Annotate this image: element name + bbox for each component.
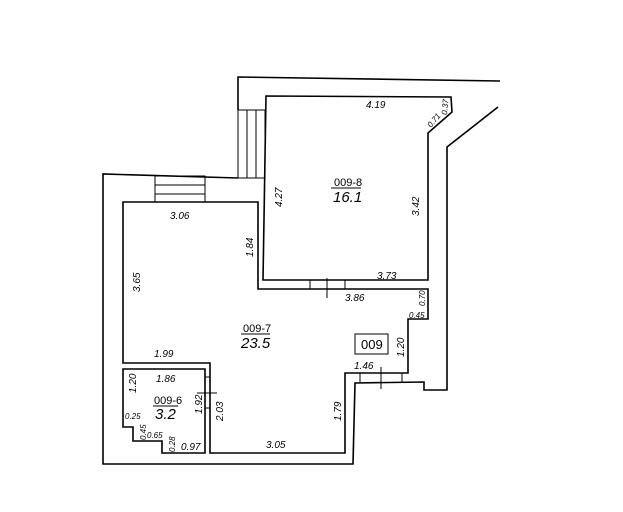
room-id: 009-6 bbox=[154, 395, 182, 407]
stairs-lower bbox=[154, 175, 206, 203]
dimension-labels: 4.19 0.71 0.37 4.27 3.42 3.73 3.06 3.65 … bbox=[125, 98, 450, 453]
svg-text:0.70: 0.70 bbox=[418, 290, 427, 306]
svg-text:0.45: 0.45 bbox=[139, 424, 148, 440]
outer-wall-top bbox=[237, 76, 501, 110]
svg-text:1.79: 1.79 bbox=[333, 401, 344, 421]
svg-text:0.37: 0.37 bbox=[440, 98, 450, 115]
svg-text:3.06: 3.06 bbox=[170, 211, 190, 222]
room-id: 009-7 bbox=[243, 323, 271, 335]
door-009-8 bbox=[309, 278, 346, 298]
door-entrance bbox=[359, 367, 403, 389]
room-area: 16.1 bbox=[333, 189, 362, 206]
plan-label-box bbox=[354, 333, 389, 355]
svg-text:1.86: 1.86 bbox=[156, 374, 176, 385]
room-area: 3.2 bbox=[155, 406, 177, 423]
svg-text:1.99: 1.99 bbox=[154, 349, 174, 360]
plan-label: 009 bbox=[361, 337, 383, 352]
room-009-8 bbox=[262, 95, 453, 281]
svg-text:3.42: 3.42 bbox=[411, 196, 422, 216]
room-009-7 bbox=[122, 201, 429, 454]
svg-text:1.84: 1.84 bbox=[245, 237, 256, 257]
door-009-6 bbox=[197, 376, 217, 409]
svg-text:0.45: 0.45 bbox=[409, 311, 425, 320]
svg-text:1.92: 1.92 bbox=[194, 394, 205, 414]
svg-text:0.25: 0.25 bbox=[125, 412, 141, 421]
room-area: 23.5 bbox=[240, 335, 271, 352]
svg-text:3.73: 3.73 bbox=[377, 271, 397, 282]
outer-wall-right bbox=[102, 106, 499, 465]
svg-text:1.46: 1.46 bbox=[354, 361, 374, 372]
svg-text:4.19: 4.19 bbox=[366, 100, 386, 111]
stairs-upper bbox=[237, 109, 266, 179]
svg-text:3.05: 3.05 bbox=[266, 440, 286, 451]
svg-text:1.20: 1.20 bbox=[396, 337, 407, 357]
svg-text:0.28: 0.28 bbox=[168, 436, 177, 452]
svg-text:3.65: 3.65 bbox=[132, 272, 143, 292]
room-id: 009-8 bbox=[334, 177, 362, 189]
svg-text:3.86: 3.86 bbox=[345, 293, 365, 304]
svg-text:0.65: 0.65 bbox=[147, 431, 163, 440]
svg-text:0.97: 0.97 bbox=[181, 442, 201, 453]
svg-text:4.27: 4.27 bbox=[274, 187, 285, 207]
svg-text:2.03: 2.03 bbox=[215, 401, 226, 422]
svg-text:1.20: 1.20 bbox=[128, 373, 139, 393]
room-009-6 bbox=[122, 368, 206, 454]
